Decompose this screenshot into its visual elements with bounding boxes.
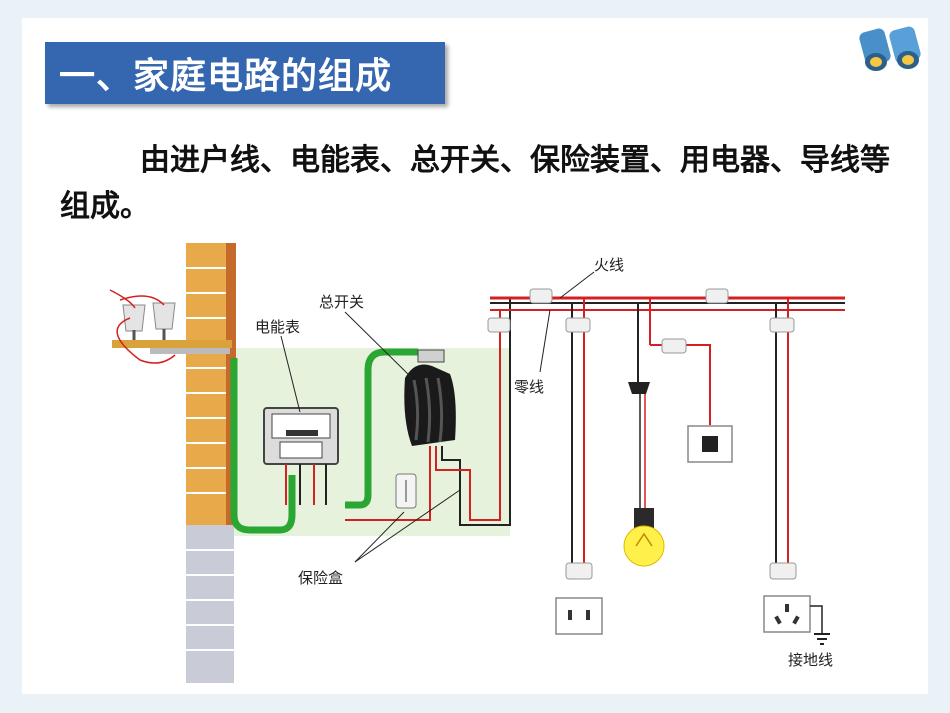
label-main-switch: 总开关 xyxy=(319,293,364,311)
branch-socket-left xyxy=(565,298,593,580)
binoculars-icon xyxy=(859,26,921,71)
socket-icon xyxy=(763,595,811,633)
electric-meter-icon xyxy=(263,407,339,505)
fuse-icon xyxy=(395,473,417,509)
branch-bulb xyxy=(628,298,711,510)
label-leaders xyxy=(280,271,595,563)
label-ground-wire: 接地线 xyxy=(788,651,833,669)
socket-icon xyxy=(555,597,603,635)
brick-wall xyxy=(186,243,236,683)
knife-switch-icon xyxy=(404,349,456,446)
bulb-icon xyxy=(623,508,665,567)
branch-socket-right xyxy=(487,288,797,580)
label-fuse-box: 保险盒 xyxy=(298,569,343,587)
feeder-cable xyxy=(345,348,418,509)
label-meter: 电能表 xyxy=(255,318,300,336)
body-paragraph: 由进户线、电能表、总开关、保险装置、用电器、导线等组成。 xyxy=(60,143,890,224)
wall-switch-icon xyxy=(687,425,733,463)
label-neutral-wire: 零线 xyxy=(514,378,544,396)
service-cable xyxy=(230,358,296,534)
label-live-wire: 火线 xyxy=(594,256,624,274)
slide-title: 一、家庭电路的组成 xyxy=(59,56,393,97)
slide-title-box: 一、家庭电路的组成 xyxy=(45,42,445,104)
insulator-icon xyxy=(109,289,232,364)
ground-icon xyxy=(810,605,830,645)
